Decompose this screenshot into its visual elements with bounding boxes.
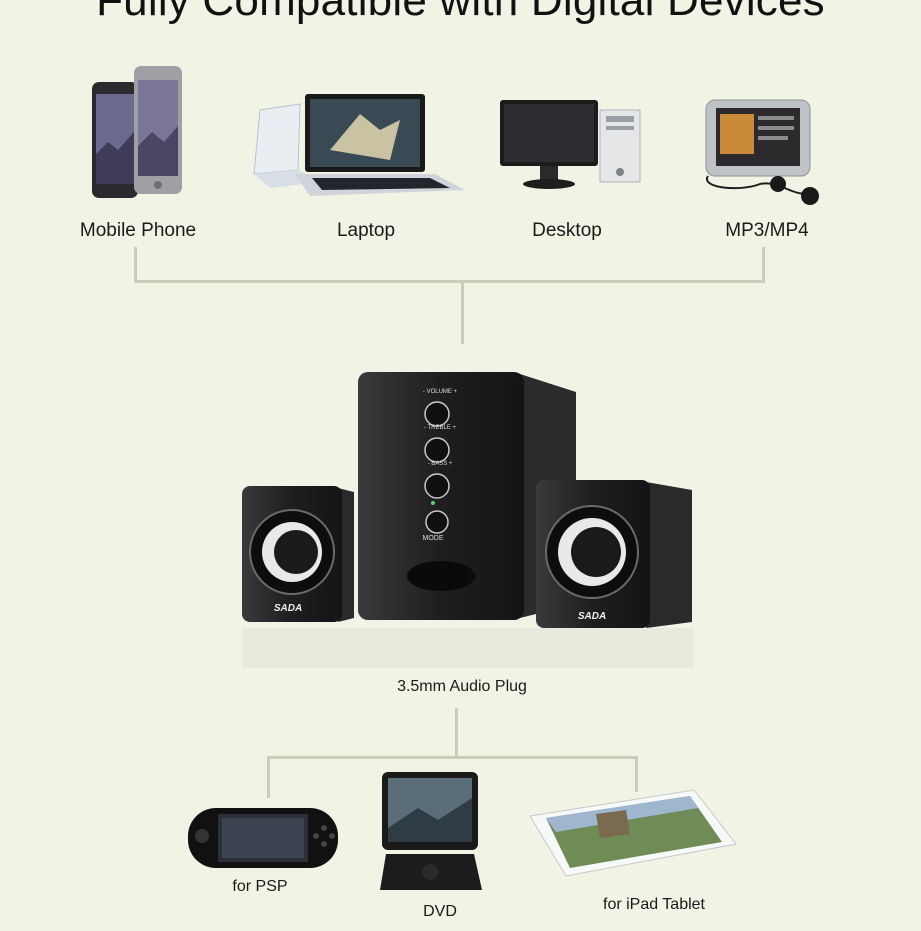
audio-plug-label: 3.5mm Audio Plug	[397, 678, 527, 695]
desktop-icon	[500, 100, 641, 189]
device-label-dvd: DVD	[423, 903, 457, 920]
connector-line	[267, 756, 638, 759]
connector-line	[267, 756, 270, 798]
connector-line	[134, 247, 137, 283]
connector-line	[455, 708, 458, 758]
psp-icon	[188, 808, 338, 868]
brand-logo-left: SADA	[273, 603, 303, 614]
connector-line	[762, 247, 765, 283]
device-label-ipad-tablet: for iPad Tablet	[603, 896, 705, 913]
page-title: Fully Compatible with Digital Devices	[96, 0, 825, 25]
mp3-player-icon	[705, 99, 819, 205]
device-label-desktop: Desktop	[532, 220, 602, 241]
connector-line	[635, 756, 638, 792]
mobile-phone-icon	[92, 66, 182, 198]
laptop-icon	[253, 94, 465, 196]
device-label-psp: for PSP	[232, 878, 288, 895]
dvd-player-icon	[380, 772, 482, 890]
control-label-treble: - TREBLE +	[423, 425, 457, 431]
control-label-volume: - VOLUME +	[422, 389, 458, 395]
control-label-mode: MODE	[422, 535, 444, 542]
connector-line	[134, 280, 765, 283]
device-label-laptop: Laptop	[336, 220, 396, 241]
speaker-system	[242, 372, 694, 668]
brand-logo-right: SADA	[577, 611, 607, 622]
control-label-bass: - BASS +	[427, 461, 453, 467]
tablet-icon	[529, 789, 737, 877]
connector-line	[461, 280, 464, 344]
device-label-mp3-mp4: MP3/MP4	[725, 220, 809, 241]
device-label-mobile-phone: Mobile Phone	[79, 220, 197, 241]
